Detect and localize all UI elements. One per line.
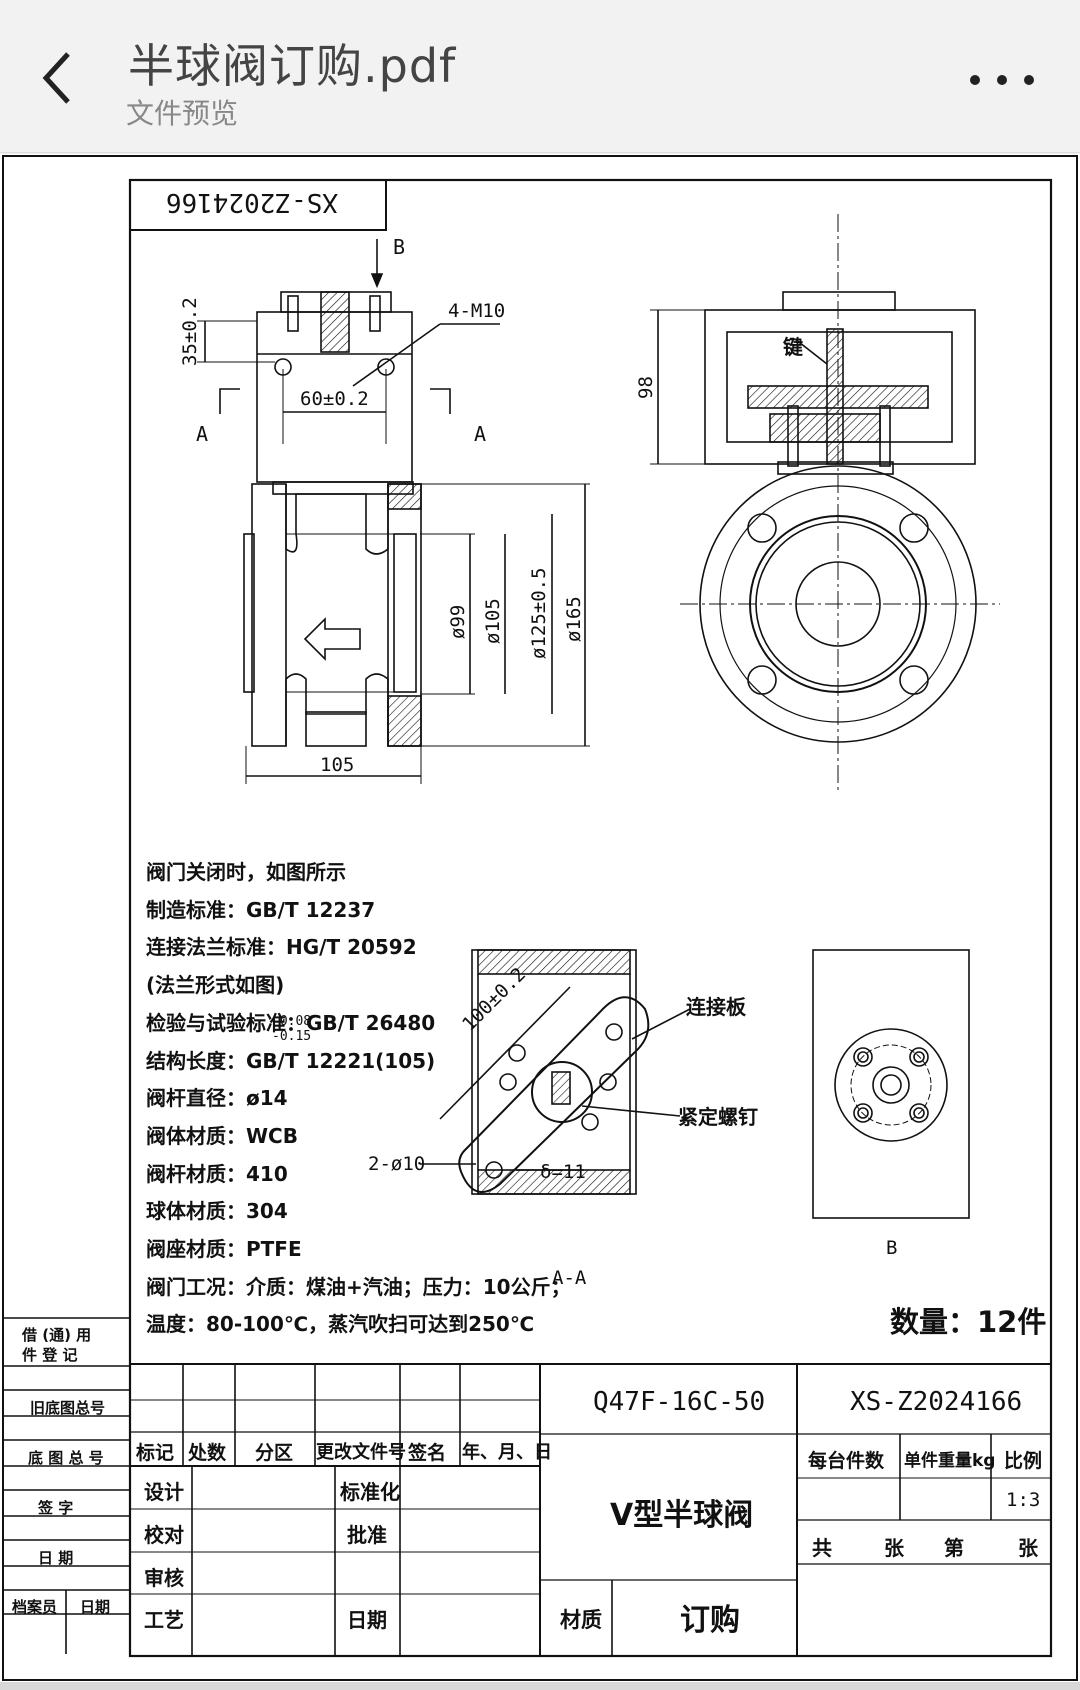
material-value: 订购 <box>680 1603 740 1638</box>
label-delta: δ=11 <box>540 1161 586 1183</box>
left-col-archivist: 档案员 <box>12 1598 58 1616</box>
bottom-edge <box>0 1682 1080 1690</box>
back-button[interactable] <box>38 48 82 108</box>
left-col-register: 件 登 记 <box>22 1346 78 1364</box>
label-b-top: B <box>393 235 405 259</box>
quantity: 数量：12件 <box>890 1305 1046 1339</box>
rev-header-zone: 分区 <box>255 1442 294 1464</box>
rev-header-date: 年、月、日 <box>462 1442 552 1463</box>
more-horizontal-icon <box>970 75 1034 85</box>
approve-label: 批准 <box>347 1523 387 1547</box>
dim-35: 35±0.2 <box>179 297 201 366</box>
rev-header-count: 处数 <box>188 1442 227 1464</box>
product-name: V型半球阀 <box>610 1498 754 1533</box>
rev-header-sign: 签名 <box>408 1442 447 1464</box>
sign-design: 设计 <box>144 1480 184 1504</box>
rev-header-docno: 更改文件号 <box>316 1442 406 1463</box>
technical-drawing: XS-Z2024166 B A A 35±0.2 4-M10 60±0.2 98… <box>2 155 1078 1681</box>
std-label: 标准化 <box>340 1480 400 1504</box>
material-label: 材质 <box>560 1608 602 1632</box>
sign-review: 审核 <box>144 1566 184 1590</box>
note-line: 温度：80-100℃，蒸汽吹扫可达到250℃ <box>146 1312 535 1337</box>
note-line: 阀门关闭时，如图所示 <box>146 860 346 884</box>
col-per-unit: 每台件数 <box>808 1450 885 1472</box>
dim-60: 60±0.2 <box>300 388 369 410</box>
label-a-right: A <box>474 422 486 446</box>
note-line: 球体材质：304 <box>146 1199 288 1224</box>
rev-header-mark: 标记 <box>136 1442 175 1464</box>
code-stamp: XS-Z2024166 <box>166 187 338 217</box>
left-col-date: 日 期 <box>38 1549 74 1567</box>
left-col-old-base: 旧底图总号 <box>30 1399 106 1417</box>
top-bar: 半球阀订购.pdf 文件预览 <box>0 0 1080 153</box>
note-line: 阀门工况：介质：煤油+汽油；压力：10公斤； <box>146 1274 571 1299</box>
col-unit-weight: 单件重量kg <box>904 1451 996 1471</box>
left-col-base: 底 图 总 号 <box>28 1449 104 1467</box>
drawing-notes: 阀门关闭时，如图所示 制造标准：GB/T 12237 连接法兰标准：HG/T 2… <box>146 854 571 1344</box>
note-line: 阀杆材质：410 <box>146 1161 288 1186</box>
label-key: 键 <box>783 335 803 359</box>
dim-98: 98 <box>635 376 657 399</box>
dim-4m10: 4-M10 <box>448 300 505 322</box>
dim-len105: 105 <box>320 754 354 776</box>
sign-check: 校对 <box>144 1523 184 1547</box>
label-a-left: A <box>196 422 208 446</box>
drawing-number: XS-Z2024166 <box>850 1387 1023 1417</box>
date-label: 日期 <box>347 1608 387 1632</box>
left-col-arch-date: 日期 <box>80 1598 111 1616</box>
label-holes: 2-ø10 <box>368 1153 425 1175</box>
label-b-view: B <box>886 1237 897 1259</box>
file-title: 半球阀订购.pdf <box>128 39 457 93</box>
note-line: 阀座材质：PTFE <box>146 1237 302 1262</box>
sheet-total-label: 共 <box>812 1536 832 1560</box>
label-conn-plate: 连接板 <box>686 995 747 1019</box>
sheet-no-label: 第 <box>944 1536 964 1560</box>
dim-d105: ø105 <box>482 598 504 644</box>
note-line: 结构长度：GB/T 12221(105) <box>146 1048 436 1073</box>
pdf-page[interactable]: XS-Z2024166 B A A 35±0.2 4-M10 60±0.2 98… <box>0 154 1080 1682</box>
label-set-screw: 紧定螺钉 <box>678 1105 758 1129</box>
dim-d165: ø165 <box>563 596 585 642</box>
note-line: 阀杆直径：ø14 <box>146 1086 288 1111</box>
label-aa: A-A <box>552 1267 587 1289</box>
note-line: 制造标准：GB/T 12237 <box>146 897 376 922</box>
stem-tol-upper: -0.08 <box>272 1014 311 1029</box>
note-line: 连接法兰标准：HG/T 20592 <box>146 935 417 960</box>
sign-craft: 工艺 <box>144 1608 184 1632</box>
col-scale: 比例 <box>1004 1450 1043 1472</box>
sheet-unit-label-2: 张 <box>1018 1536 1038 1560</box>
file-subtitle: 文件预览 <box>126 97 239 130</box>
model-number: Q47F-16C-50 <box>593 1387 766 1417</box>
scale-value: 1:3 <box>1006 1489 1041 1511</box>
note-line: 阀体材质：WCB <box>146 1123 298 1148</box>
more-button[interactable] <box>962 60 1042 100</box>
chevron-left-icon <box>42 52 70 104</box>
note-line: 检验与试验标准：GB/T 26480 <box>146 1010 436 1035</box>
note-line: (法兰形式如图) <box>146 973 285 998</box>
left-col-sign: 签 字 <box>38 1499 74 1517</box>
sheet-unit-label: 张 <box>884 1536 904 1560</box>
stem-tol-lower: -0.15 <box>272 1029 311 1044</box>
dim-d99: ø99 <box>447 605 469 639</box>
dim-d125: ø125±0.5 <box>528 567 550 659</box>
left-col-loan: 借 (通) 用 <box>22 1326 92 1344</box>
